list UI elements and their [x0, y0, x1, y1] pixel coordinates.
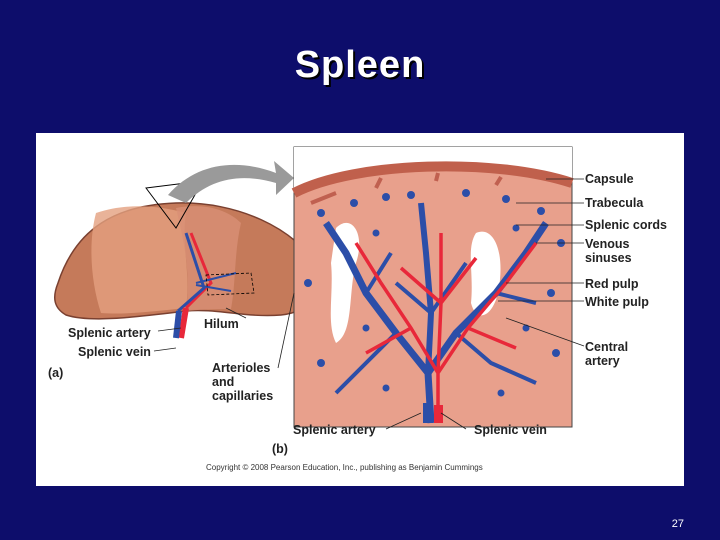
copyright-notice: Copyright © 2008 Pearson Education, Inc.… — [206, 463, 483, 472]
slide-title: Spleen — [0, 44, 720, 87]
label-arterioles-line3: capillaries — [212, 389, 273, 403]
label-panel-b: (b) — [272, 442, 288, 456]
label-a-splenic-vein: Splenic vein — [78, 345, 151, 359]
label-b-splenic-artery: Splenic artery — [293, 423, 376, 437]
label-red-pulp: Red pulp — [585, 277, 638, 291]
label-panel-a: (a) — [48, 366, 63, 380]
label-trabecula: Trabecula — [585, 196, 643, 210]
cross-section-drawing — [294, 147, 572, 427]
label-venous-line1: Venous — [585, 237, 632, 251]
label-a-splenic-artery: Splenic artery — [68, 326, 151, 340]
zoom-arrow — [168, 161, 294, 203]
label-arterioles-line2: and — [212, 375, 273, 389]
label-white-pulp: White pulp — [585, 295, 649, 309]
label-arterioles-line1: Arterioles — [212, 361, 273, 375]
label-arterioles-capillaries: Arterioles and capillaries — [212, 361, 273, 403]
label-splenic-cords: Splenic cords — [585, 218, 667, 232]
spleen-organ-drawing — [55, 183, 321, 338]
label-venous-line2: sinuses — [585, 251, 632, 265]
label-venous-sinuses: Venous sinuses — [585, 237, 632, 265]
label-b-splenic-vein: Splenic vein — [474, 423, 547, 437]
label-central-line2: artery — [585, 354, 628, 368]
spleen-figure: Capsule Trabecula Splenic cords Venous s… — [36, 133, 684, 486]
label-hilum: Hilum — [204, 317, 239, 331]
label-central-artery: Central artery — [585, 340, 628, 368]
label-central-line1: Central — [585, 340, 628, 354]
page-number: 27 — [672, 518, 684, 530]
label-capsule: Capsule — [585, 172, 634, 186]
